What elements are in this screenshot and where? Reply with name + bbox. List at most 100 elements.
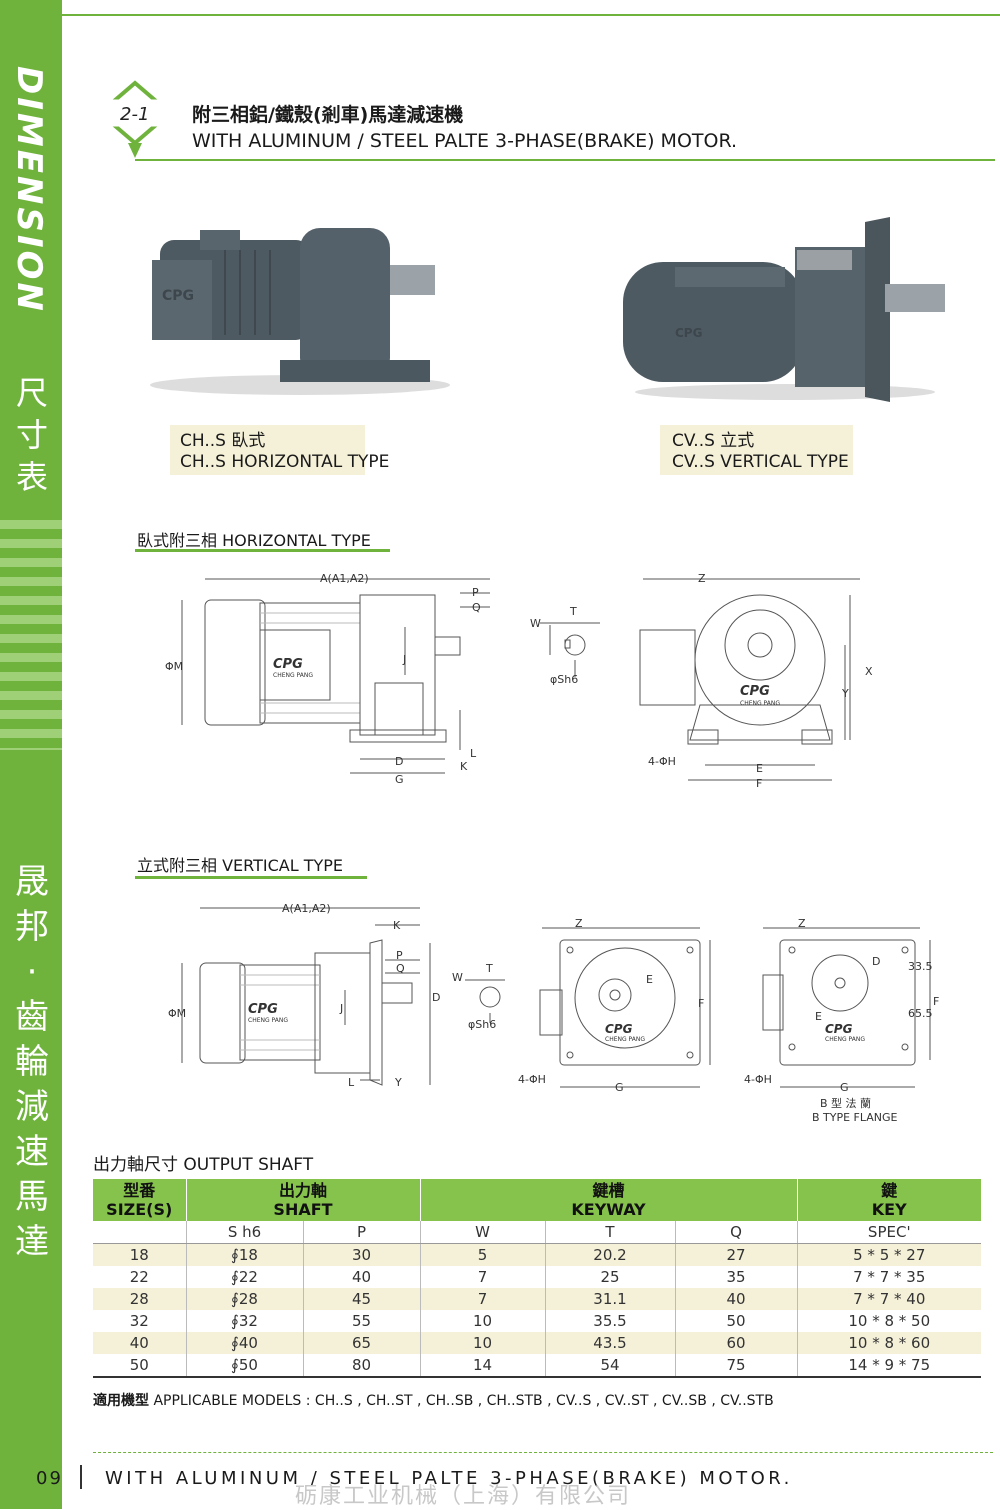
table-cell: 75	[675, 1354, 798, 1378]
drawing-brand: CHENG PANG	[605, 1036, 645, 1043]
section-number: 2-1	[120, 104, 149, 125]
chart-label-vertical: 尺 寸 表	[12, 372, 52, 498]
table-cell: 35.5	[545, 1310, 676, 1332]
subheader-cell: W	[420, 1221, 546, 1244]
table-cell: 55	[303, 1310, 421, 1332]
table-cell: 40	[303, 1266, 421, 1288]
table-cell: 27	[675, 1243, 798, 1266]
dim-y: Y	[394, 1076, 402, 1089]
dim-y: Y	[841, 687, 849, 700]
horizontal-caption-en: CH..S HORIZONTAL TYPE	[180, 452, 390, 472]
sidebar: DIMENSION 尺 寸 表 晟 邦 · 齒 輪 減 速 馬 達	[0, 0, 62, 1509]
photo-logo: CPG	[675, 326, 702, 340]
dim-655: 65.5	[908, 1007, 933, 1020]
table-cell: 60	[675, 1332, 798, 1354]
vertical-caption-zh: CV..S 立式	[672, 431, 755, 451]
dim-g: G	[840, 1081, 849, 1094]
drawing-logo: CPG	[825, 1022, 853, 1036]
dim-g: G	[615, 1081, 624, 1094]
dim-d: D	[432, 991, 440, 1004]
dim-p: P	[472, 586, 479, 599]
dim-335: 33.5	[908, 960, 933, 973]
side-char: ·	[26, 952, 38, 992]
dim-w: W	[530, 617, 541, 630]
side-char: 尺	[15, 374, 48, 412]
dimension-word: DIMENSION	[9, 66, 49, 314]
table-cell: ∮18	[186, 1243, 304, 1266]
vertical-motor-photo: CPG	[623, 217, 945, 402]
table-cell: 14 * 9 * 75	[797, 1354, 981, 1378]
dim-e: E	[646, 973, 653, 986]
dim-q: Q	[472, 601, 481, 614]
dim-h: 4-ΦH	[648, 755, 676, 768]
applicable-models: 適用機型 APPLICABLE MODELS : CH..S , CH..ST …	[93, 1390, 774, 1410]
dim-z: Z	[798, 917, 806, 930]
side-char: 輪	[15, 1042, 49, 1082]
subheader-cell: SPEC'	[797, 1221, 981, 1244]
subheader-cell	[93, 1221, 187, 1244]
page-number: 09	[36, 1468, 63, 1489]
horizontal-title-rule	[135, 549, 390, 552]
table-cell: ∮22	[186, 1266, 304, 1288]
dim-k: K	[393, 919, 401, 932]
table-cell: 80	[303, 1354, 421, 1378]
table-cell: 40	[93, 1332, 187, 1354]
dim-a: A(A1,A2)	[320, 572, 369, 585]
table-cell: 50	[93, 1354, 187, 1378]
table-cell: 20.2	[545, 1243, 676, 1266]
drawing-brand: CHENG PANG	[740, 700, 780, 707]
caption-bar-left	[170, 425, 365, 475]
side-char: 表	[15, 458, 48, 496]
photo-logo: CPG	[162, 288, 194, 304]
table-cell: ∮28	[186, 1288, 304, 1310]
header-rule	[135, 159, 995, 161]
side-char: 邦	[15, 907, 49, 947]
table-cell: 35	[675, 1266, 798, 1288]
table-cell: 7	[420, 1288, 546, 1310]
drawing-brand: CHENG PANG	[248, 1017, 288, 1024]
caption-bar-right	[660, 425, 853, 475]
dim-d: D	[872, 955, 880, 968]
flange-label-zh: B 型 法 蘭	[820, 1096, 871, 1110]
dim-j: J	[402, 653, 406, 666]
drawing-logo: CPG	[740, 684, 770, 699]
footer-text: WITH ALUMINUM / STEEL PALTE 3-PHASE(BRAK…	[105, 1468, 793, 1489]
table-cell: 65	[303, 1332, 421, 1354]
side-char: 晟	[15, 862, 49, 902]
table-cell: 25	[545, 1266, 676, 1288]
table-cell: 54	[545, 1354, 676, 1378]
drawing-logo: CPG	[273, 657, 303, 672]
vertical-caption-en: CV..S VERTICAL TYPE	[672, 452, 849, 472]
horizontal-caption-zh: CH..S 臥式	[180, 431, 266, 451]
table-subheader-row: S h6 P W T Q SPEC'	[93, 1221, 981, 1244]
side-char: 寸	[15, 416, 48, 454]
dim-l: L	[470, 747, 477, 760]
page-divider	[80, 1465, 82, 1489]
footer-rule	[93, 1452, 993, 1453]
table-cell: 10	[420, 1332, 546, 1354]
dim-t: T	[485, 962, 493, 975]
table-cell: ∮32	[186, 1310, 304, 1332]
table-cell: 7 * 7 * 40	[797, 1288, 981, 1310]
table-cell: 32	[93, 1310, 187, 1332]
brand-vertical: 晟 邦 · 齒 輪 減 速 馬 達	[12, 860, 52, 1265]
page-title-en: WITH ALUMINUM / STEEL PALTE 3-PHASE(BRAK…	[192, 130, 738, 152]
dim-f: F	[756, 777, 762, 790]
dim-d: D	[395, 755, 403, 768]
drawing-logo: CPG	[605, 1022, 633, 1036]
dim-p: P	[396, 949, 403, 962]
table-cell: 10	[420, 1310, 546, 1332]
drawing-brand: CHENG PANG	[273, 672, 313, 679]
table-cell: 7 * 7 * 35	[853, 1268, 926, 1286]
horizontal-motor-photo: CPG	[150, 228, 450, 395]
dim-x: X	[865, 665, 873, 678]
table-cell: 43.5	[545, 1332, 676, 1354]
